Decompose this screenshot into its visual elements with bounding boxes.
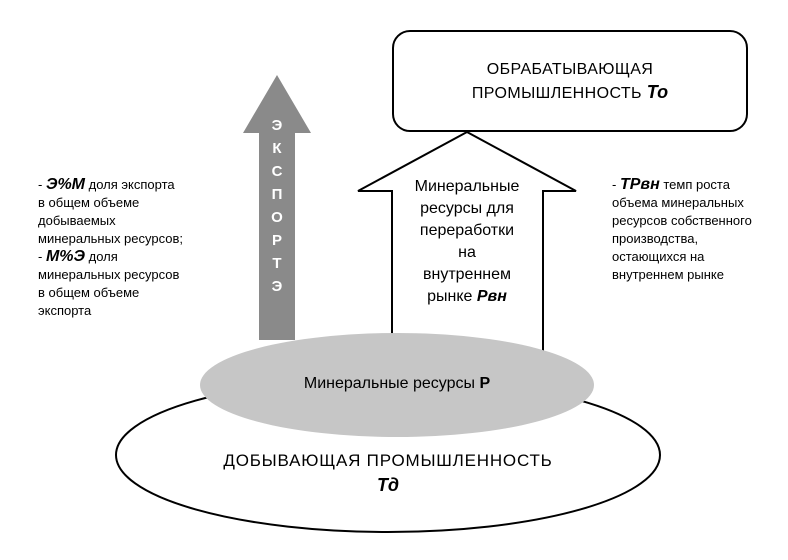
note-line: - ТРвн темп роста bbox=[612, 176, 787, 194]
note-term-em: Э%М bbox=[45, 176, 86, 193]
export-letter: К bbox=[272, 140, 282, 157]
domestic-arrow-line: переработки bbox=[419, 222, 515, 239]
note-text: доля экспорта bbox=[85, 177, 175, 192]
note-dash: - bbox=[38, 177, 46, 192]
manufacturing-box: ОБРАБАТЫВАЮЩАЯ ПРОМЫШЛЕННОСТЬ То bbox=[392, 30, 748, 132]
manufacturing-title-line2: ПРОМЫШЛЕННОСТЬ bbox=[471, 84, 642, 102]
domestic-arrow-line: Минеральные bbox=[414, 178, 520, 195]
resources-term: Р bbox=[479, 375, 491, 392]
note-line: экспорта bbox=[38, 303, 92, 318]
note-line: внутреннем рынке bbox=[612, 267, 724, 282]
note-line: - М%Э доля bbox=[38, 248, 243, 266]
manufacturing-term: То bbox=[646, 81, 669, 102]
export-letter: Т bbox=[272, 255, 282, 272]
note-line: минеральных ресурсов; bbox=[38, 231, 183, 246]
domestic-arrow-term: Рвн bbox=[476, 288, 507, 305]
note-line: остающихся на bbox=[612, 249, 705, 264]
note-line: - Э%М доля экспорта bbox=[38, 176, 243, 194]
export-letter: П bbox=[271, 186, 283, 203]
domestic-arrow-line: ресурсы для bbox=[420, 200, 514, 217]
export-letter: О bbox=[271, 209, 283, 226]
domestic-arrow-line: рынке Рвн bbox=[387, 286, 547, 308]
export-letter: Р bbox=[271, 232, 282, 249]
manufacturing-box-title: ОБРАБАТЫВАЮЩАЯ ПРОМЫШЛЕННОСТЬ То bbox=[472, 58, 668, 105]
domestic-growth-note: - ТРвн темп роста объема минеральных рес… bbox=[612, 176, 787, 284]
export-letter: Э bbox=[271, 278, 283, 295]
note-term-me: М%Э bbox=[45, 248, 86, 265]
manufacturing-title-line1: ОБРАБАТЫВАЮЩАЯ bbox=[486, 60, 654, 78]
note-text: темп роста bbox=[659, 177, 730, 192]
domestic-arrow-last-prefix: рынке bbox=[427, 288, 477, 305]
note-text: доля bbox=[85, 249, 118, 264]
export-letter: Э bbox=[271, 117, 283, 134]
domestic-arrow-label: Минеральные ресурсы для переработки на в… bbox=[387, 176, 547, 308]
resources-ellipse bbox=[200, 333, 594, 437]
domestic-arrow-line: внутреннем bbox=[422, 266, 512, 283]
note-line: ресурсов собственного bbox=[612, 213, 752, 228]
mining-term-line: Тд bbox=[118, 473, 658, 498]
export-arrow-icon bbox=[243, 75, 311, 340]
note-line: производства, bbox=[612, 231, 699, 246]
note-line: объема минеральных bbox=[612, 195, 744, 210]
note-line: добываемых bbox=[38, 213, 116, 228]
mining-ellipse-label: ДОБЫВАЮЩАЯ ПРОМЫШЛЕННОСТЬ Тд bbox=[118, 448, 658, 498]
domestic-arrow-line: на bbox=[458, 244, 476, 261]
export-letter: С bbox=[271, 163, 283, 180]
mining-title: ДОБЫВАЮЩАЯ ПРОМЫШЛЕННОСТЬ bbox=[223, 451, 553, 470]
note-line: в общем объеме bbox=[38, 285, 140, 300]
resources-ellipse-label: Минеральные ресурсы Р bbox=[197, 372, 597, 396]
note-line: в общем объеме bbox=[38, 195, 140, 210]
note-line: минеральных ресурсов bbox=[38, 267, 180, 282]
export-share-note: - Э%М доля экспорта в общем объеме добыв… bbox=[38, 176, 243, 320]
note-term-trvn: ТРвн bbox=[619, 176, 660, 193]
note-dash: - bbox=[612, 177, 620, 192]
resources-text: Минеральные ресурсы bbox=[303, 375, 480, 392]
mining-term: Тд bbox=[376, 475, 400, 495]
export-arrow-label: Э К С П О Р Т Э bbox=[260, 114, 294, 298]
note-dash: - bbox=[38, 249, 46, 264]
